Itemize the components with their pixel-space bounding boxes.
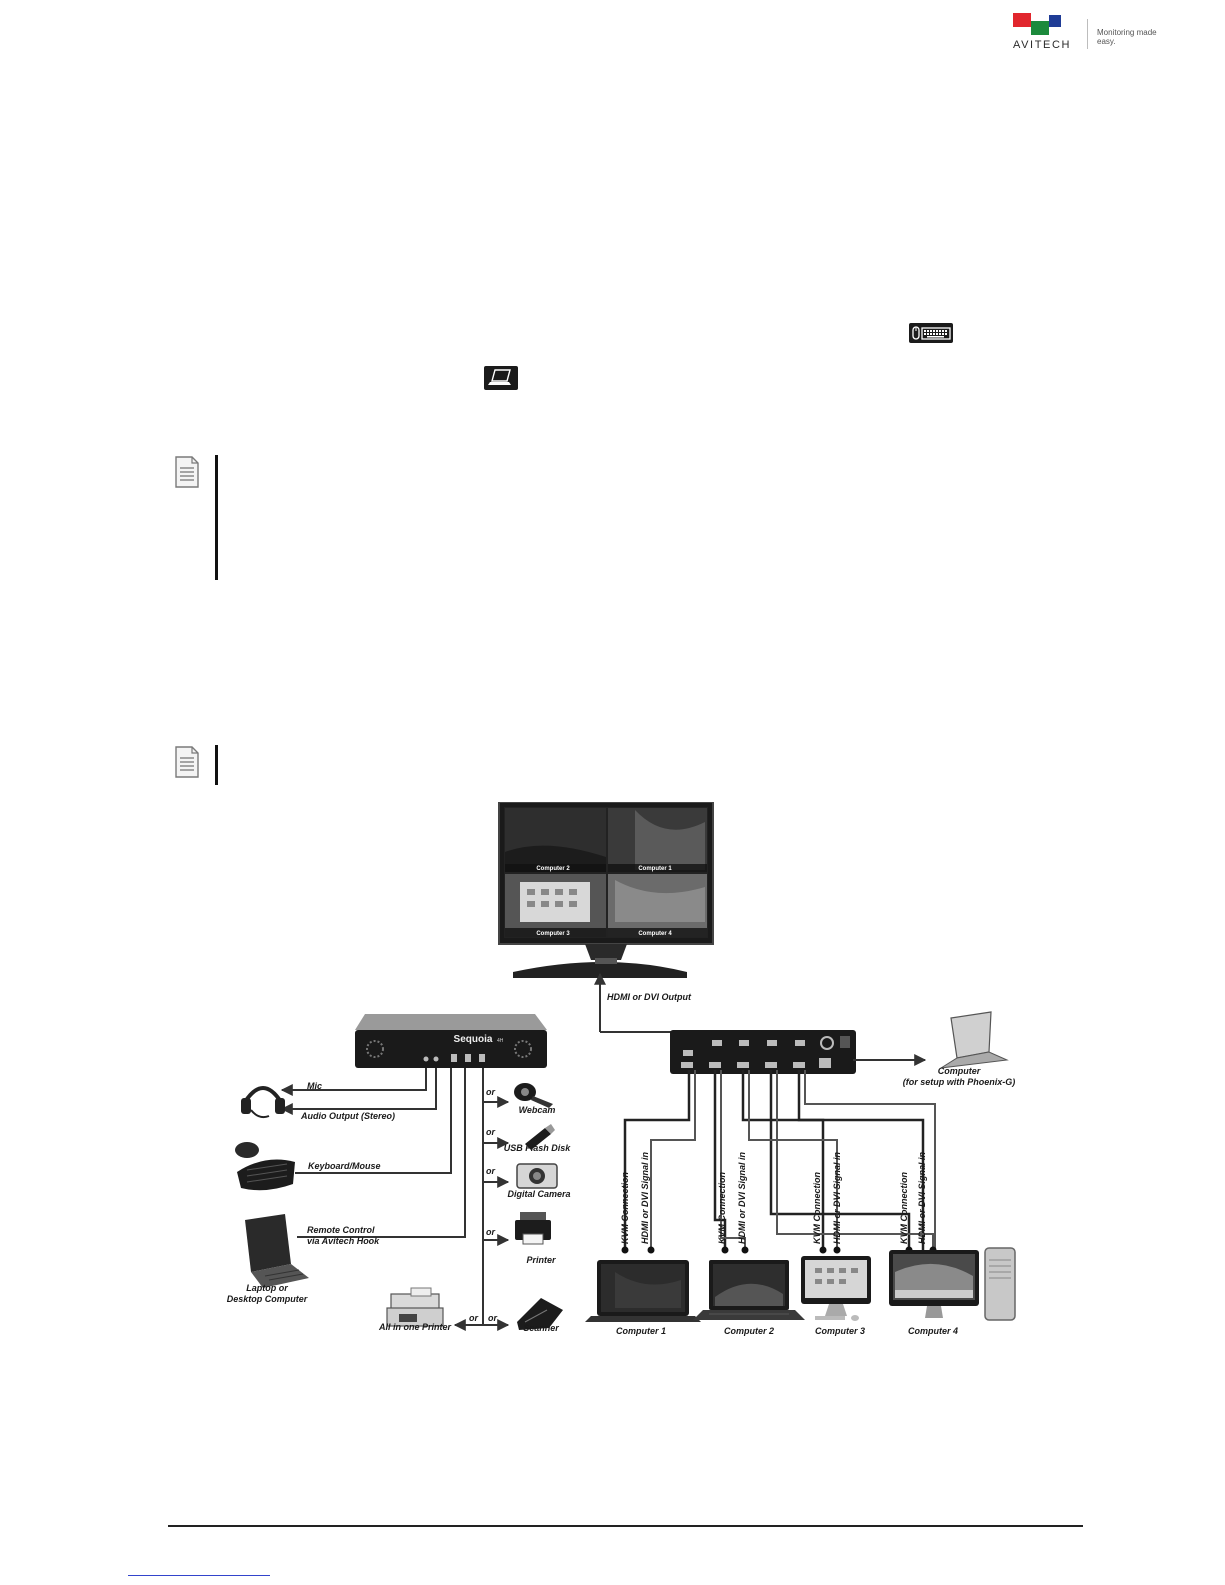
- quad-monitor: Computer 2 Computer 1 Computer 3 Compute…: [498, 802, 714, 978]
- computer-4-mac-pro: [889, 1247, 1016, 1321]
- note-divider-bar: [215, 745, 218, 785]
- computer-3-imac: [801, 1256, 871, 1321]
- avitech-hook-label: via Avitech Hook: [307, 1236, 380, 1246]
- or-label: or: [486, 1227, 495, 1237]
- setup-computer-label: Computer: [938, 1066, 981, 1076]
- kvm-connection-label: KVM Connection: [717, 1172, 727, 1244]
- quadrant-label: Computer 2: [536, 866, 570, 872]
- logo-wordmark: AVITECH: [1013, 39, 1072, 51]
- desktop-label: Desktop Computer: [227, 1294, 308, 1304]
- phoenix-g-unit: [670, 1030, 856, 1074]
- printer-label: Printer: [526, 1255, 556, 1265]
- note-divider-bar: [215, 455, 218, 580]
- sequoia-device: Sequoia 4H: [355, 1014, 547, 1068]
- kvm-connection-label: KVM Connection: [620, 1172, 630, 1244]
- digital-camera-label: Digital Camera: [507, 1189, 570, 1199]
- headset-icon: [241, 1086, 285, 1119]
- phoenix-setup-label: (for setup with Phoenix-G): [903, 1077, 1016, 1087]
- logo-divider: [1087, 19, 1088, 49]
- laptop-label: Laptop or: [246, 1283, 288, 1293]
- footer-rule: [168, 1525, 1083, 1527]
- or-label: or: [486, 1127, 495, 1137]
- computer-3-label: Computer 3: [815, 1326, 865, 1336]
- computer-2-laptop: [693, 1260, 805, 1320]
- quadrant-label: Computer 3: [536, 931, 570, 937]
- sequoia-model: 4H: [497, 1038, 504, 1044]
- or-label: or: [486, 1087, 495, 1097]
- keyboard-mouse-label: Keyboard/Mouse: [308, 1161, 381, 1171]
- quadrant-label: Computer 1: [638, 866, 672, 872]
- computer-4-label: Computer 4: [908, 1326, 958, 1336]
- kvm-connection-label: KVM Connection: [899, 1172, 909, 1244]
- laptop-icon: [940, 1011, 1009, 1069]
- computer-1-laptop: [585, 1260, 701, 1322]
- webcam-label: Webcam: [519, 1105, 556, 1115]
- all-in-one-printer-label: All in one Printer: [378, 1322, 452, 1332]
- scanner-label: Scanner: [523, 1323, 559, 1333]
- laptop-icon: [245, 1214, 309, 1288]
- usb-flash-icon: [525, 1124, 555, 1150]
- note-document-icon: [174, 456, 200, 488]
- hdmi-output-label: HDMI or DVI Output: [607, 992, 692, 1002]
- logo-blue-square: [1049, 15, 1061, 27]
- mic-label: Mic: [307, 1081, 322, 1091]
- logo-green-square: [1031, 21, 1049, 35]
- audio-output-label: Audio Output (Stereo): [300, 1111, 395, 1121]
- logo-red-square: [1013, 13, 1031, 27]
- quadrant-label: Computer 4: [638, 931, 672, 937]
- sequoia-name: Sequoia: [454, 1034, 493, 1045]
- computer-2-label: Computer 2: [724, 1326, 774, 1336]
- hdmi-signal-in-label: HDMI or DVI Signal in: [640, 1151, 650, 1244]
- keyboard-mouse-icon: [909, 323, 953, 343]
- laptop-icon: [484, 366, 518, 390]
- avitech-logo: AVITECH Monitoring made easy.: [1013, 13, 1173, 55]
- or-label: or: [469, 1313, 478, 1323]
- hdmi-signal-in-label: HDMI or DVI Signal in: [832, 1151, 842, 1244]
- hdmi-signal-in-label: HDMI or DVI Signal in: [737, 1151, 747, 1244]
- kvm-connection-label: KVM Connection: [812, 1172, 822, 1244]
- hdmi-signal-in-label: HDMI or DVI Signal in: [917, 1151, 927, 1244]
- printer-icon: [515, 1212, 551, 1245]
- keyboard-mouse-icon: [235, 1142, 295, 1191]
- scanner-icon: [517, 1298, 563, 1330]
- footer-link-underline[interactable]: [128, 1575, 270, 1576]
- logo-tagline: Monitoring made easy.: [1097, 28, 1157, 46]
- or-label: or: [488, 1313, 497, 1323]
- usb-flash-label: USB Flash Disk: [504, 1143, 572, 1153]
- webcam-icon: [514, 1083, 553, 1108]
- remote-control-label: Remote Control: [307, 1225, 375, 1235]
- or-label: or: [486, 1166, 495, 1176]
- all-in-one-printer-icon: [386, 1287, 444, 1327]
- computer-1-label: Computer 1: [616, 1326, 666, 1336]
- digital-camera-icon: [516, 1163, 558, 1189]
- connection-diagram: Computer 2 Computer 1 Computer 3 Compute…: [215, 802, 1035, 1347]
- note-document-icon: [174, 746, 200, 778]
